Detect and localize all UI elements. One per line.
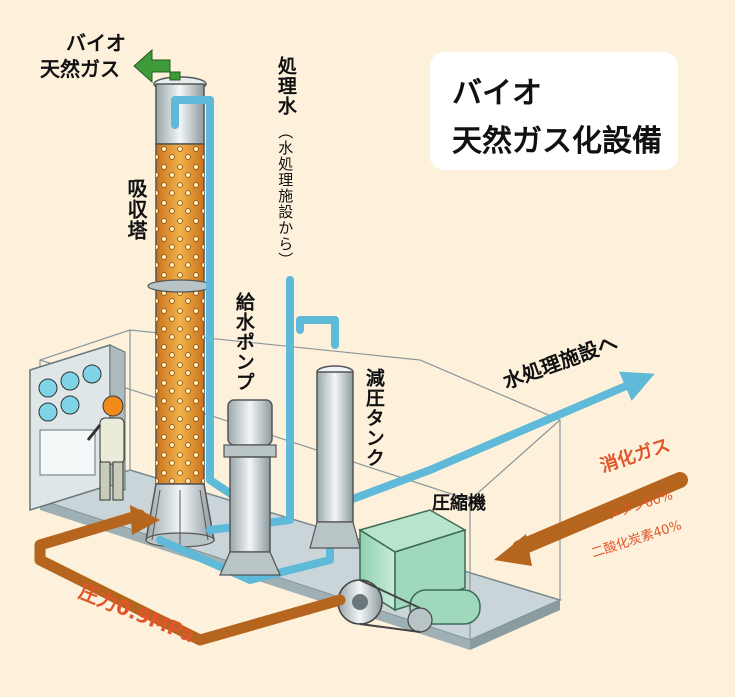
title-line-1: バイオ bbox=[452, 76, 542, 111]
gas-pipes bbox=[34, 472, 688, 646]
compressor bbox=[337, 509, 481, 633]
feed-pump bbox=[219, 399, 281, 576]
biogas-output-label-1: バイオ bbox=[66, 31, 126, 55]
absorption-tower bbox=[145, 76, 215, 548]
treated-water-label: 処理水 bbox=[274, 56, 297, 116]
compressor-label: 圧縮機 bbox=[432, 493, 486, 514]
control-panel bbox=[29, 343, 126, 512]
title-line-2: 天然ガス化設備 bbox=[452, 124, 662, 159]
biogas-output-label-2: 天然ガス bbox=[40, 57, 120, 81]
decompression-tank bbox=[309, 365, 361, 549]
title-box bbox=[430, 52, 678, 170]
worker-figure bbox=[86, 395, 125, 501]
absorption-tower-label: 吸収塔 bbox=[124, 178, 148, 241]
biogas-output-arrow bbox=[133, 48, 181, 84]
decompression-tank-label: 減圧タンク bbox=[362, 368, 385, 468]
feed-pump-label: 給水ポンプ bbox=[232, 292, 255, 392]
treated-water-source-label: （水処理施設から） bbox=[276, 124, 295, 268]
